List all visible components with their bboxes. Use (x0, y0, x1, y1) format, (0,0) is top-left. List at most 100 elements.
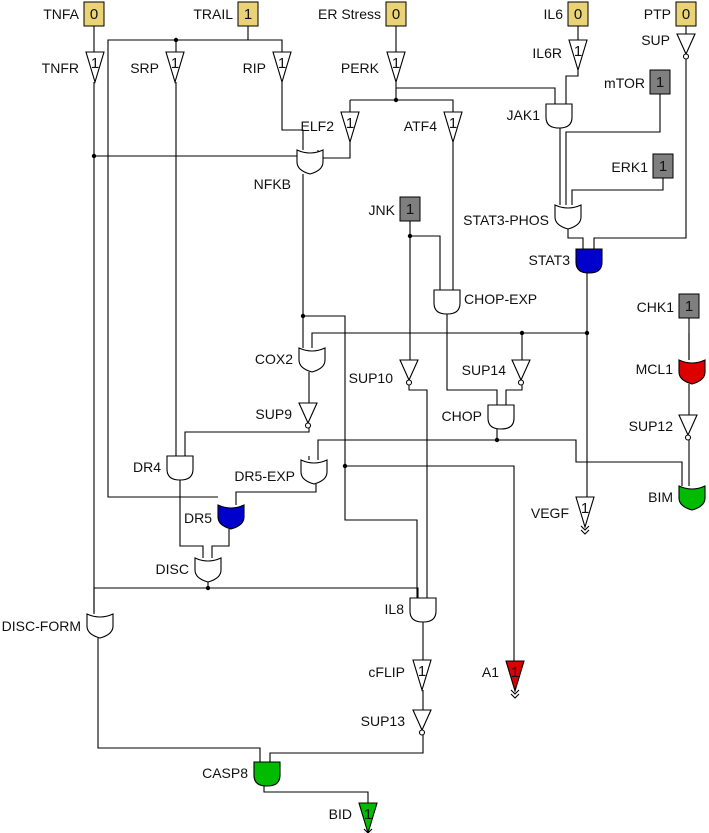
input-erk1-box[interactable] (652, 153, 674, 179)
input-mtor-box[interactable] (649, 69, 671, 95)
input-tnfa-value: 0 (90, 6, 98, 23)
gate-cflip-glyph: 1 (418, 663, 426, 680)
wire-53 (269, 730, 424, 762)
gate-il8[interactable]: IL8 (385, 597, 437, 623)
output-marker-vegf (580, 525, 590, 535)
gate-cflip-label: cFLIP (368, 664, 405, 680)
gate-stat3[interactable]: STAT3 (529, 248, 603, 274)
gate-sup13[interactable]: SUP13 (361, 709, 432, 736)
gate-stat3-phos[interactable]: STAT3-PHOS (463, 204, 582, 230)
gate-casp8[interactable]: CASP8 (202, 761, 281, 787)
wire-3 (107, 39, 218, 498)
input-jnk-label: JNK (369, 202, 396, 218)
input-chk1-value: 1 (685, 298, 693, 315)
gate-dr5-exp[interactable]: DR5-EXP (234, 459, 328, 485)
gate-chop-exp-label: CHOP-EXP (464, 291, 537, 307)
input-il6-box[interactable] (567, 1, 589, 27)
gate-chop-label: CHOP (442, 408, 482, 424)
gate-il6r-glyph: 1 (574, 43, 582, 60)
input-er-stress[interactable]: 0ER Stress (318, 1, 407, 27)
input-tnfa-box[interactable] (83, 1, 105, 27)
gate-disc-shape (194, 557, 222, 583)
wire-23 (571, 178, 664, 205)
gate-nfkb[interactable]: NFKB (254, 149, 324, 192)
gate-dr5[interactable]: DR5 (184, 504, 245, 530)
wire-48 (93, 582, 209, 614)
gate-rip-glyph: 1 (278, 55, 286, 72)
gate-bim[interactable]: BIM (648, 485, 706, 511)
gate-a1[interactable]: 1A1 (482, 660, 525, 693)
gate-atf4-shape (443, 111, 463, 144)
gate-atf4-label: ATF4 (404, 118, 437, 134)
input-er-stress-label: ER Stress (318, 6, 381, 22)
gate-stat3-label: STAT3 (529, 252, 571, 268)
input-ptp-box[interactable] (675, 1, 697, 27)
gate-elf2-glyph: 1 (346, 115, 354, 132)
junction-dot-10 (205, 585, 211, 591)
input-trail[interactable]: 1 TRAIL (193, 1, 259, 27)
gate-bid-shape (358, 802, 378, 833)
output-marker-a1 (510, 689, 520, 699)
input-trail-box[interactable] (237, 1, 259, 27)
gate-jak1-shape (545, 103, 573, 129)
gate-dr4[interactable]: DR4 (133, 455, 194, 481)
gate-nfkb-shape (296, 149, 324, 175)
gate-chop-exp[interactable]: CHOP-EXP (433, 289, 537, 315)
gate-sup14[interactable]: SUP14 (462, 359, 531, 386)
gate-chop-exp-shape (433, 289, 461, 315)
input-trail-value: 1 (244, 6, 252, 23)
gate-vegf-shape (575, 496, 595, 529)
gate-sup10[interactable]: SUP10 (349, 359, 419, 386)
wire-47 (211, 529, 230, 558)
gate-sup-label: SUP (641, 32, 670, 48)
gate-sup12[interactable]: SUP12 (629, 414, 698, 441)
input-chk1-box[interactable] (678, 293, 700, 319)
gate-cflip[interactable]: 1 cFLIP (368, 659, 432, 692)
wire-15 (396, 87, 556, 104)
gate-chop[interactable]: CHOP (442, 404, 515, 430)
gate-cox2-label: COX2 (255, 351, 293, 367)
wire-13 (350, 99, 454, 112)
gate-atf4[interactable]: 1 ATF4 (404, 111, 463, 144)
gate-sup14-inversion-bubble (517, 379, 525, 386)
gate-disc[interactable]: DISC (156, 557, 222, 583)
input-chk1[interactable]: 1 CHK1 (637, 293, 700, 319)
gate-cox2[interactable]: COX2 (255, 347, 326, 373)
wire-17 (593, 54, 687, 249)
input-er-stress-box[interactable] (385, 1, 407, 27)
input-jnk-box[interactable] (399, 196, 421, 222)
gate-atf4-glyph: 1 (449, 115, 457, 132)
input-il6-value: 0 (574, 6, 582, 23)
gate-sup9[interactable]: SUP9 (255, 402, 318, 429)
gate-mcl1-shape (678, 359, 706, 385)
input-trail-label: TRAIL (193, 6, 233, 22)
gate-sup13-label: SUP13 (361, 713, 406, 729)
gate-mcl1[interactable]: MCL1 (636, 359, 706, 385)
gate-tnfr-glyph: 1 (91, 55, 99, 72)
input-chk1-label: CHK1 (637, 299, 675, 315)
wire-45 (179, 480, 204, 558)
wire-41 (408, 380, 428, 598)
gate-srp-label: SRP (130, 60, 159, 76)
gate-jak1[interactable]: JAK1 (507, 103, 573, 129)
gate-disc-form[interactable]: DISC-FORM (2, 613, 114, 639)
gate-a1-label: A1 (482, 664, 499, 680)
gate-chop-shape (487, 404, 515, 430)
junction-dot-7 (519, 330, 525, 336)
gate-sup[interactable]: SUP (641, 32, 696, 60)
